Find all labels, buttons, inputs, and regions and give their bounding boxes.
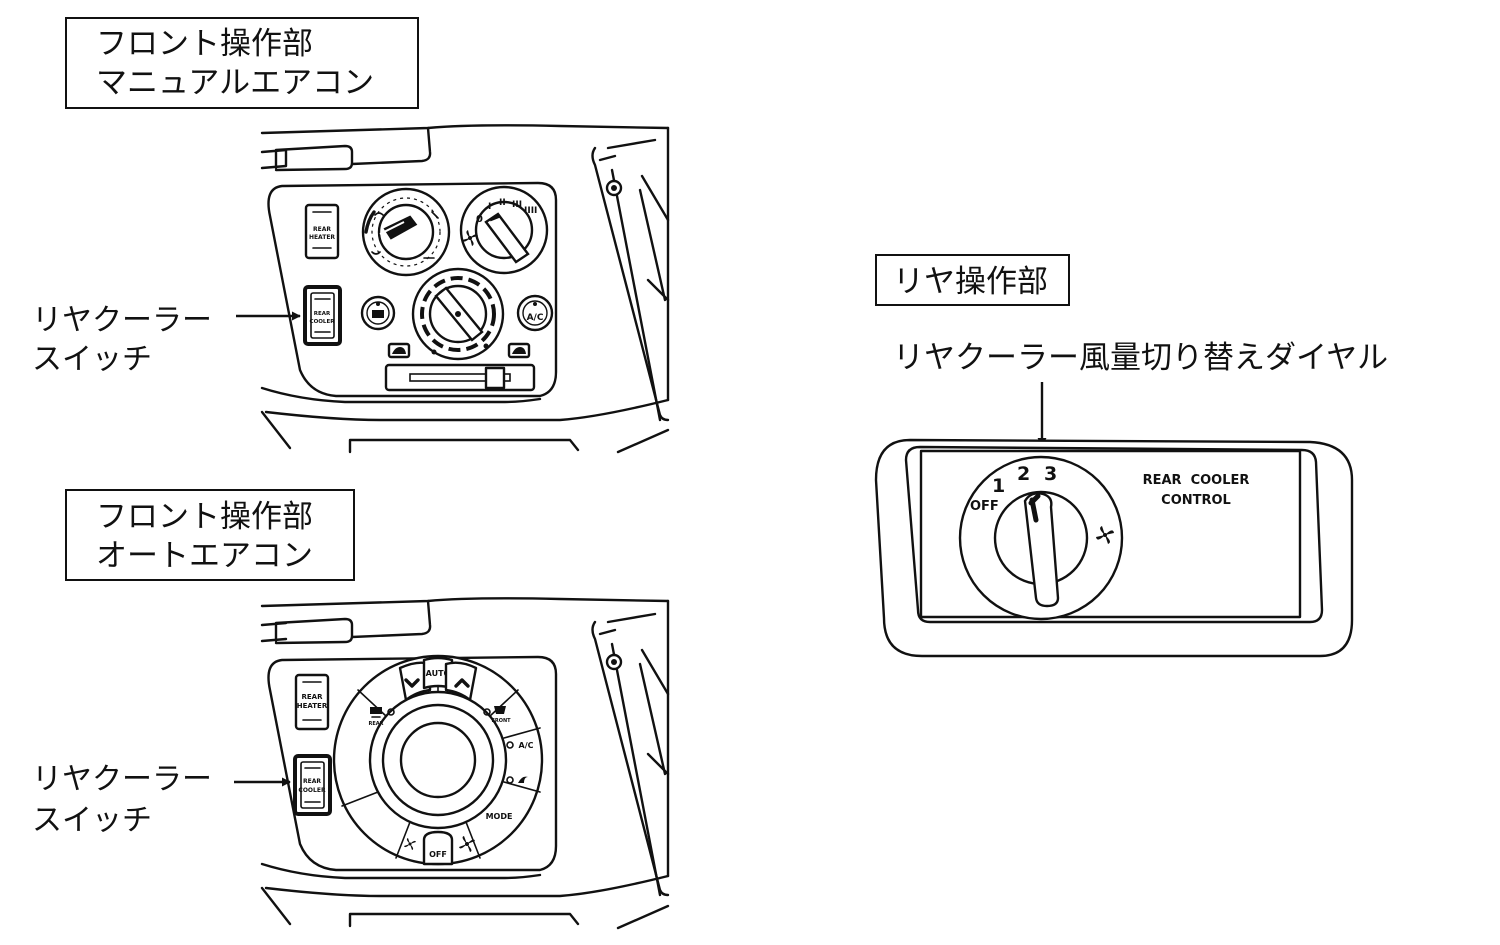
air-mode-dial[interactable]	[411, 267, 505, 361]
rear-defrost-button[interactable]: REAR	[369, 707, 395, 727]
manual-rear-heater-switch[interactable]: REAR HEATER	[304, 203, 340, 260]
fan-icon	[1096, 526, 1114, 544]
rear-title: リヤ操作部	[893, 264, 1048, 300]
mode-label: MODE	[486, 812, 513, 821]
rear-defrost-label: REAR	[369, 721, 384, 727]
recirculation-button[interactable]	[360, 295, 396, 331]
manual-rear-cooler-label-line1: REAR	[314, 311, 331, 317]
rear-dial-speed-2: 2	[1017, 463, 1030, 485]
auto-ac-title-box: フロント操作部 オートエアコン	[65, 489, 355, 581]
manual-rear-cooler-label-line2: COOLER	[310, 319, 336, 325]
recirc-icon	[518, 776, 528, 783]
fan-speed-dial[interactable]: 0 I II III IIII	[459, 185, 549, 275]
auto-ac-section: フロント操作部 オートエアコン REAR	[32, 489, 670, 930]
auto-ac-label: A/C	[519, 741, 534, 750]
fan-speed-dial-rear[interactable]	[958, 455, 1124, 621]
air-recirc-button[interactable]	[506, 776, 528, 784]
manual-ac-section: フロント操作部 マニュアルエアコン	[32, 17, 670, 454]
manual-rear-heater-label: HEATER	[309, 234, 335, 241]
auto-rear-cooler-label-line1: REAR	[303, 778, 321, 785]
fan-icon	[462, 230, 478, 246]
auto-rear-heater-label-line1: REAR	[302, 693, 324, 701]
manual-ac-title-line1: フロント操作部	[96, 26, 313, 62]
manual-rear-heater-label-line1: REAR	[313, 226, 331, 233]
auto-rear-cooler-callout: リヤクーラー スイッチ	[32, 762, 291, 838]
front-defrost-label: FRONT	[491, 718, 511, 724]
rear-dial-callout: リヤクーラー風量切り替えダイヤル	[893, 340, 1388, 376]
rear-defrost-icon	[370, 707, 382, 718]
mode-button[interactable]: MODE	[486, 812, 513, 821]
fan-speed-mark-2: II	[499, 198, 506, 208]
temp-up-button[interactable]	[444, 661, 478, 702]
manual-rear-cooler-switch[interactable]: REAR COOLER	[303, 285, 342, 346]
off-label: OFF	[429, 850, 447, 859]
fresh-air-icon	[387, 342, 411, 359]
fan-large-icon	[459, 836, 475, 852]
ac-button[interactable]: A/C	[516, 294, 554, 332]
manual-ac-title-line2: マニュアルエアコン	[96, 65, 374, 101]
auto-climate-dial	[332, 654, 544, 866]
fan-speed-mark-3: III	[512, 200, 522, 210]
auto-callout-line2: スイッチ	[32, 803, 152, 838]
fan-small-icon	[404, 838, 416, 850]
auto-ac-title-line2: オートエアコン	[96, 538, 313, 574]
fan-speed-mark-4: IIII	[524, 206, 537, 216]
rear-control-section: リヤ操作部 リヤクーラー風量切り替えダイヤル OFF 1 2 3	[874, 254, 1388, 658]
chevron-down-icon	[404, 678, 420, 688]
auto-ac-button[interactable]: A/C	[506, 741, 534, 750]
rear-dial-speed-1: 1	[992, 475, 1005, 497]
rear-dial-off-label: OFF	[970, 499, 999, 514]
rear-dial-speed-3: 3	[1044, 463, 1057, 485]
auto-rear-cooler-switch[interactable]: REAR COOLER	[293, 754, 332, 816]
temperature-dial[interactable]	[361, 187, 451, 277]
auto-label: AUTO	[426, 669, 451, 678]
air-intake-slider[interactable]	[384, 363, 536, 392]
fan-up-button[interactable]	[459, 836, 475, 852]
auto-callout-line1: リヤクーラー	[32, 762, 212, 797]
auto-ac-title-line1: フロント操作部	[96, 499, 313, 535]
manual-rear-cooler-callout: リヤクーラー スイッチ	[32, 303, 301, 377]
recirc-air-icon	[507, 342, 531, 359]
front-defrost-icon	[494, 706, 506, 714]
manual-callout-line2: スイッチ	[32, 342, 152, 377]
rear-cooler-control-panel: OFF 1 2 3 REAR COOLER CONTROL	[874, 438, 1354, 658]
chevron-up-icon	[454, 678, 470, 688]
front-defrost-button[interactable]: FRONT	[483, 706, 511, 724]
ac-button-label: A/C	[527, 313, 544, 323]
fan-speed-mark-1: I	[488, 202, 491, 212]
manual-ac-title-box: フロント操作部 マニュアルエアコン	[65, 17, 419, 109]
rear-title-box: リヤ操作部	[875, 254, 1070, 306]
off-button[interactable]: OFF	[422, 830, 454, 866]
auto-rear-heater-label: HEATER	[297, 702, 328, 710]
rear-panel-label-line1: REAR COOLER	[1143, 473, 1250, 488]
fan-speed-mark-0: 0	[476, 214, 483, 225]
auto-rear-cooler-label-line2: COOLER	[298, 787, 326, 794]
rear-panel-label-line2: CONTROL	[1161, 493, 1231, 508]
fan-down-button[interactable]	[404, 838, 416, 850]
temp-down-button[interactable]	[398, 661, 432, 702]
auto-rear-heater-switch[interactable]: REAR HEATER	[294, 673, 330, 731]
manual-callout-line1: リヤクーラー	[32, 303, 212, 338]
